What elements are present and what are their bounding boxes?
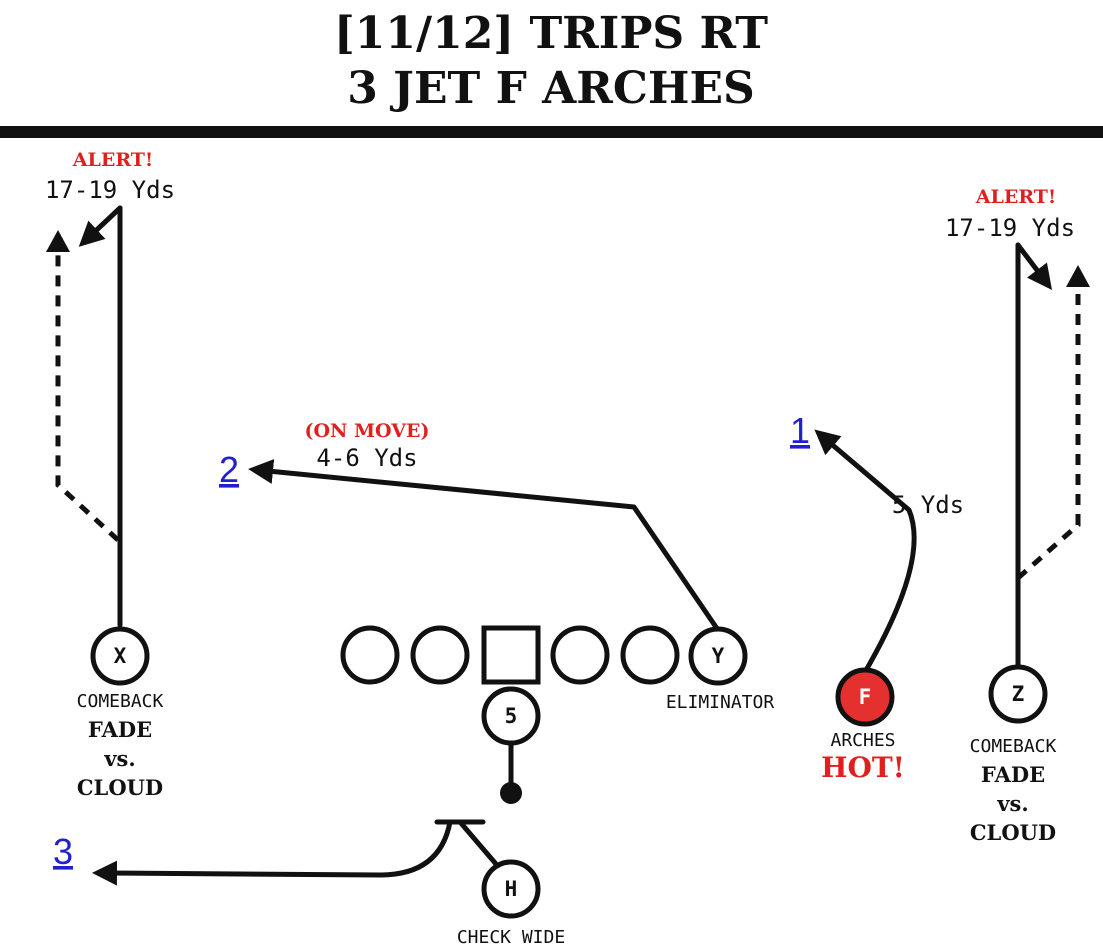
- x-alert: ALERT!: [72, 149, 154, 171]
- f-route-label: ARCHES: [830, 730, 895, 751]
- f-hot-label: HOT!: [821, 751, 905, 784]
- x-fade-arrowhead: [46, 230, 70, 252]
- z-route-label-3: vs.: [996, 791, 1028, 816]
- x-route-label-1: COMEBACK: [77, 691, 164, 712]
- f-depth: 5 Yds: [892, 491, 964, 519]
- z-route-label-4: CLOUD: [970, 820, 1056, 845]
- lineman-2: [410, 625, 470, 685]
- lineman-5: [620, 625, 680, 685]
- player-z-letter: Z: [1012, 682, 1025, 706]
- y-on-move-note: (ON MOVE): [305, 420, 430, 442]
- title-line-2: 3 JET F ARCHES: [347, 63, 755, 114]
- player-z: [988, 664, 1048, 724]
- x-route-label-3: vs.: [103, 746, 135, 771]
- title-line-1: [11/12] TRIPS RT: [334, 8, 768, 59]
- read-number-2: 2: [219, 449, 239, 490]
- read-number-1: 1: [790, 410, 810, 451]
- player-f: [835, 667, 895, 727]
- lineman-4: [550, 625, 610, 685]
- y-route: [248, 459, 721, 633]
- x-route-label-4: CLOUD: [77, 775, 163, 800]
- z-route-label-1: COMEBACK: [970, 736, 1057, 757]
- qb-set-point: [500, 782, 522, 804]
- player-x: [90, 626, 150, 686]
- z-route-label-2: FADE: [981, 762, 1045, 787]
- player-h-letter: H: [505, 877, 518, 901]
- h-release: [457, 819, 499, 867]
- player-y-letter: Y: [712, 644, 725, 668]
- z-fade-arrowhead: [1066, 265, 1090, 287]
- player-qb-number: 5: [505, 704, 518, 728]
- lineman-1: [340, 625, 400, 685]
- h-route: [92, 819, 453, 886]
- player-h: [481, 859, 541, 919]
- x-route-label-2: FADE: [88, 717, 152, 742]
- y-route-label: ELIMINATOR: [666, 692, 775, 713]
- f-route: [814, 429, 917, 675]
- player-y: [688, 626, 748, 686]
- z-depth: 17-19 Yds: [945, 214, 1075, 242]
- title-divider: [0, 126, 1103, 138]
- h-route-label: CHECK WIDE: [457, 927, 565, 946]
- read-number-3: 3: [53, 831, 73, 872]
- x-depth: 17-19 Yds: [45, 176, 175, 204]
- z-route-fade: [1016, 285, 1081, 580]
- player-x-letter: X: [114, 644, 127, 668]
- y-depth: 4-6 Yds: [316, 444, 417, 472]
- z-route-comeback: [1015, 242, 1053, 290]
- x-route-comeback: [78, 205, 123, 247]
- x-route-fade: [55, 250, 120, 542]
- z-alert: ALERT!: [975, 186, 1057, 208]
- center: [481, 625, 541, 685]
- player-qb: [481, 686, 541, 746]
- player-f-letter: F: [859, 685, 872, 709]
